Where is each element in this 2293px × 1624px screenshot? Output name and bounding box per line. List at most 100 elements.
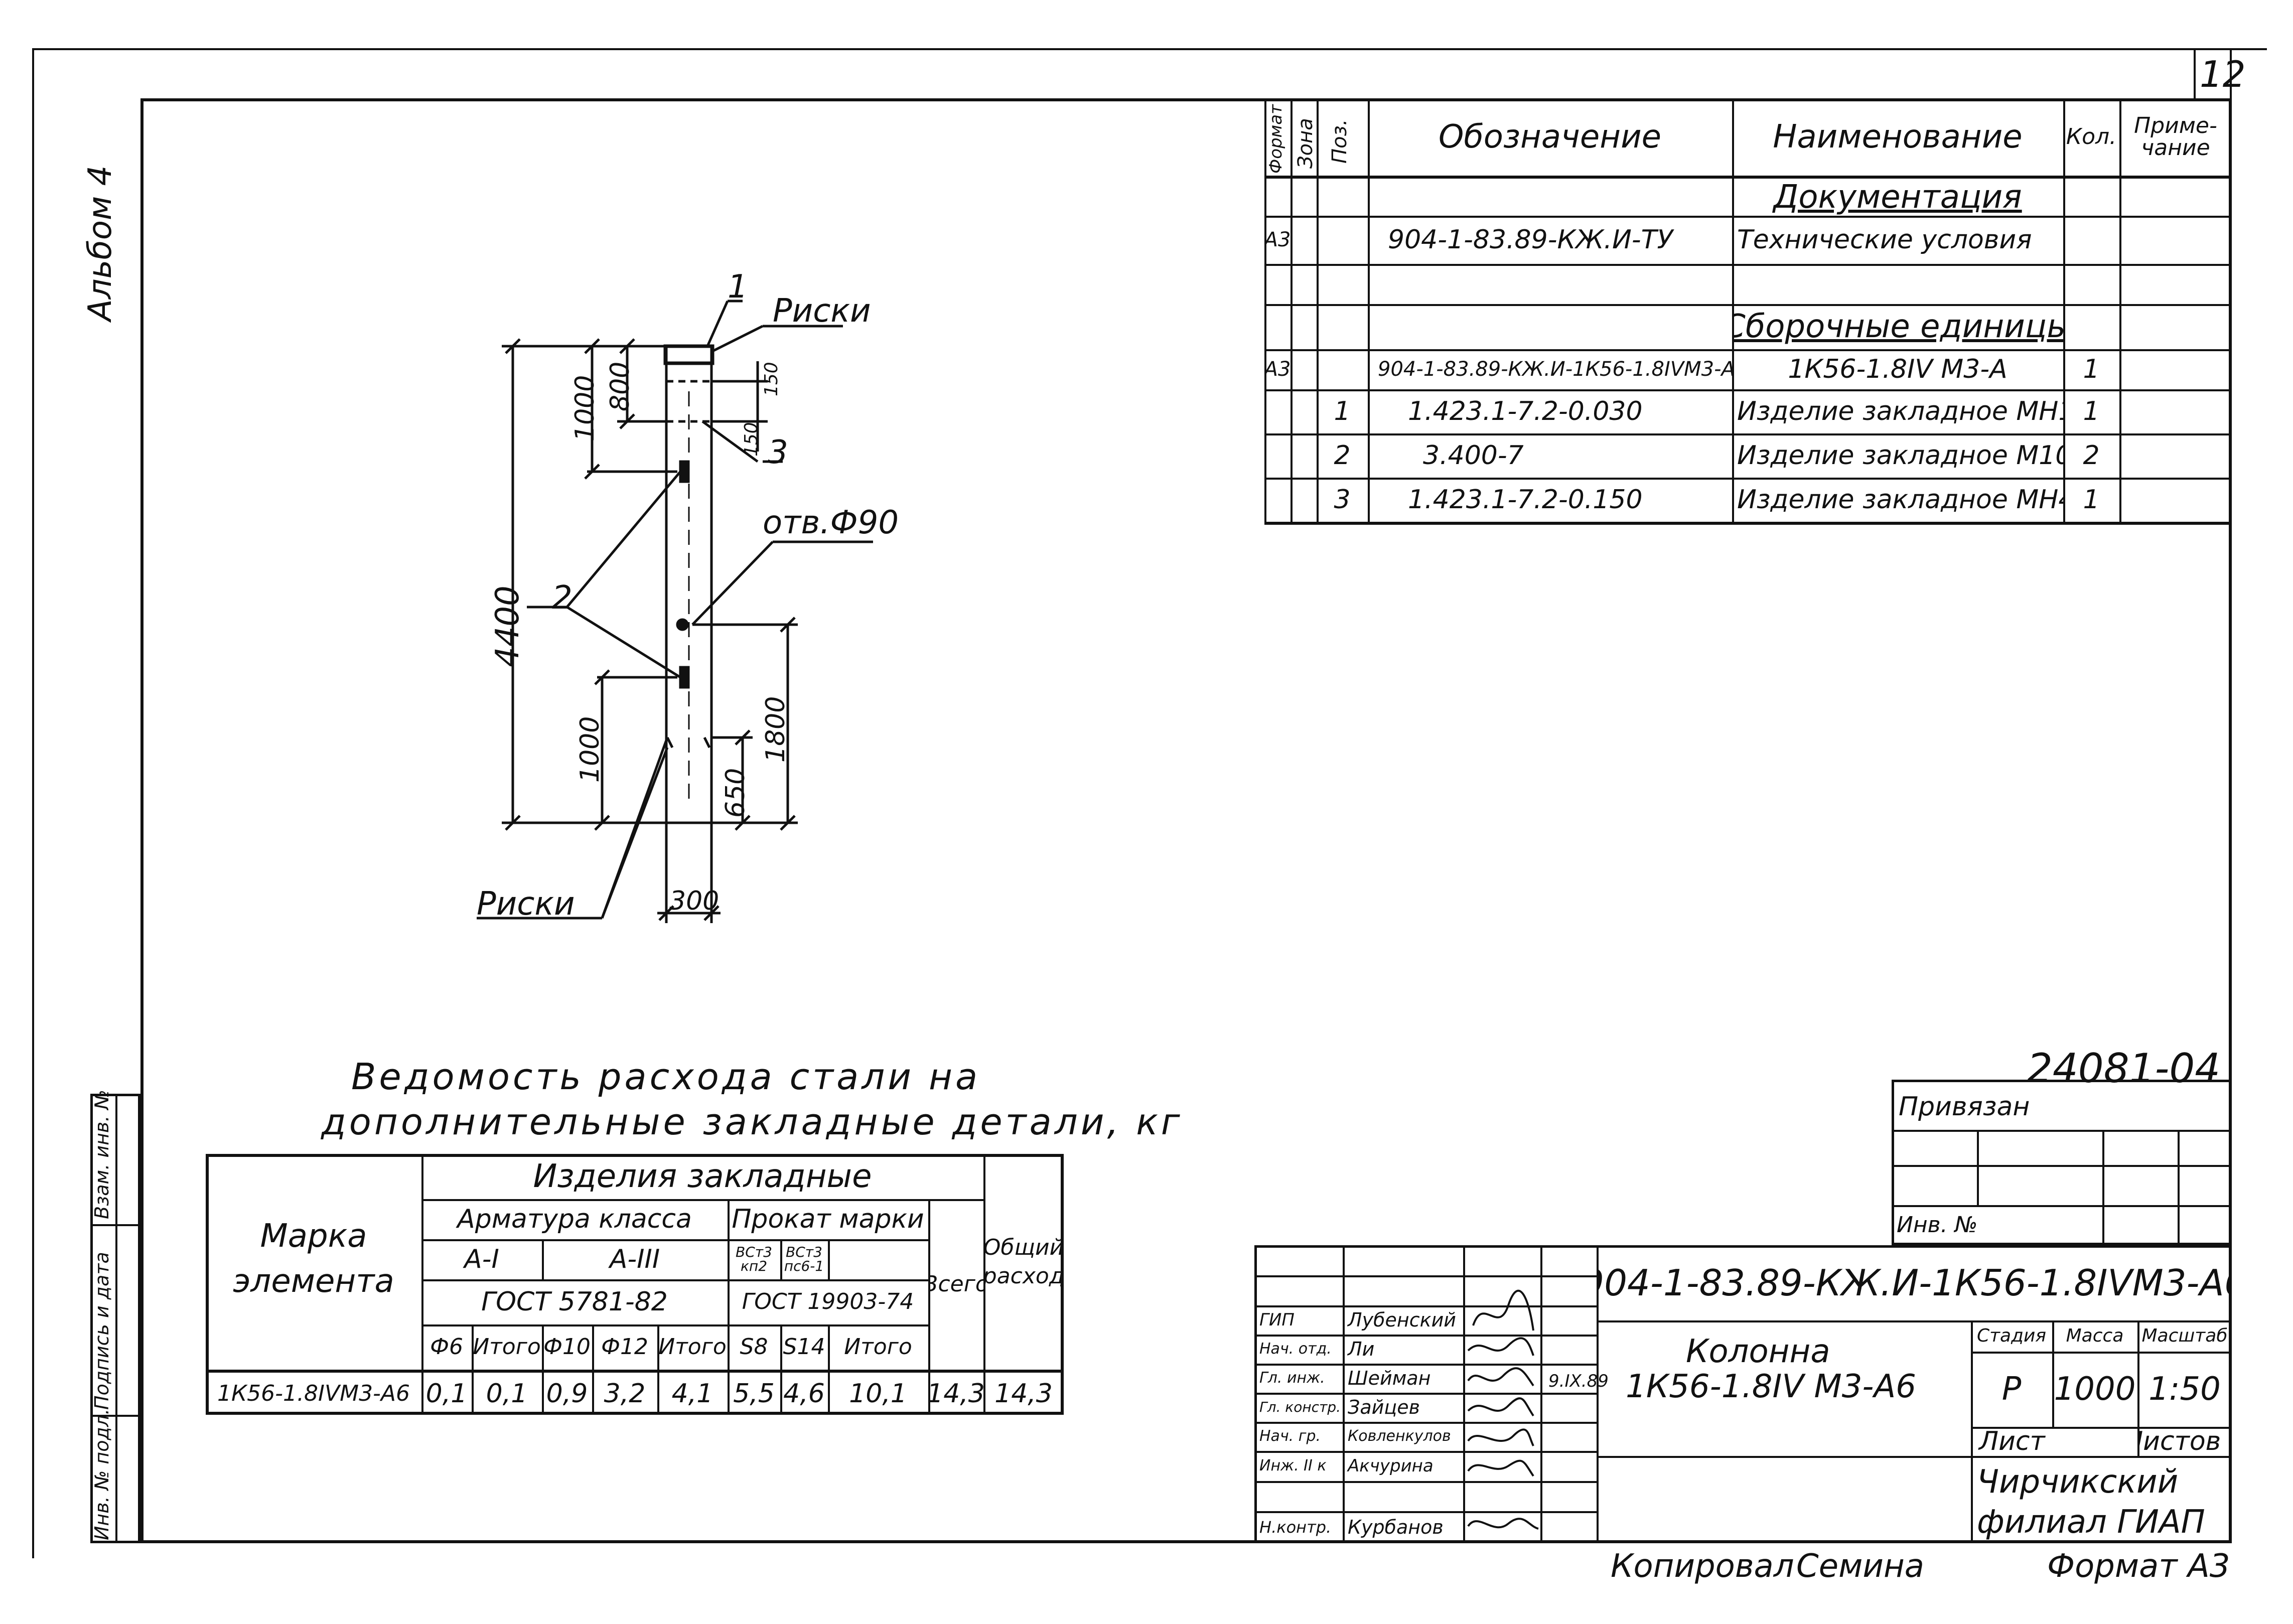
page-number-box [2194,48,2232,100]
side-stamp-replace: Взам. инв. № [91,1089,113,1219]
steel-group-rolled: Прокат марки [732,1204,924,1234]
sheet-frame [140,98,2232,1543]
spec-row-1-format: А3 [1264,228,1291,251]
steel-val-6: 5,5 [733,1379,775,1409]
title-element-mark: 1К56-1.8IV М3-А6 [1626,1368,1916,1405]
title-scale: 1:50 [2148,1371,2221,1408]
steel-table: Марка элемента Изделия закладные Арматур… [206,1154,1064,1415]
spec-row-4-pos: 2 [1334,440,1351,471]
steel-sub-1: Ф6 [430,1334,463,1360]
label-risks-top: Риски [773,292,871,330]
sheet-outer-border [32,48,2267,1558]
page-number: 12 [2200,53,2246,95]
dim-1000-top: 1000 [570,375,600,441]
steel-col-mark: Марка элемента [233,1218,394,1300]
dim-150-a: 150 [761,362,782,396]
person-8: Курбанов [1348,1516,1444,1538]
spec-row-3-pos: 1 [1334,396,1351,426]
role-6: Инж. II к [1259,1457,1327,1474]
steel-table-title-2: дополнительные закладные детали, кг [321,1101,1183,1143]
spec-row-1-designation: 904-1-83.89-КЖ.И-ТУ [1388,225,1673,255]
spec-row-3-name: Изделие закладное МН1 [1737,396,2063,426]
title-element-name: Колонна [1686,1333,1830,1370]
label-pos-2: 2 [552,579,572,617]
role-5: Нач. гр. [1259,1427,1321,1445]
steel-val-2: 0,1 [486,1379,528,1409]
dim-1000-bottom: 1000 [575,716,605,783]
title-org-2: филиал ГИАП [1977,1504,2205,1541]
bound-block: Привязан Инв. № [1892,1080,2232,1245]
label-hole: отв.Ф90 [763,504,899,541]
copier-name: Семина [1796,1548,1924,1585]
person-1: Лубенский [1348,1309,1456,1331]
steel-row-mark: 1К56-1.8IVМ3-А6 [217,1381,410,1406]
spec-table: Формат Зона Поз. Обозначение Наименовани… [1264,98,2232,525]
dim-300: 300 [669,886,720,916]
label-pos-3: 3 [768,434,788,471]
spec-row-4-designation: 3.400-7 [1423,440,1524,471]
dim-150-b: 150 [741,422,762,457]
spec-row-4-qty: 2 [2083,440,2100,471]
section-documentation: Документация [1773,179,2022,216]
steel-sub-6: S8 [740,1334,768,1360]
steel-col-total: Всего [928,1271,983,1297]
header-qty: Кол. [2066,124,2117,150]
steel-sub-8: Итого [844,1334,912,1360]
spec-row-5-name: Изделие закладное МН41 [1737,485,2063,515]
role-4: Гл. констр. [1259,1399,1341,1415]
title-date: 9.IX.89 [1548,1371,1609,1391]
title-stage-header: Стадия [1976,1325,2047,1346]
spec-row-2-format: А3 [1264,358,1291,381]
header-name: Наименование [1773,118,2023,156]
steel-group-rebar: Арматура класса [457,1204,692,1234]
format-label: Формат А3 [2047,1548,2230,1585]
steel-gost-rolled: ГОСТ 19903-74 [742,1289,914,1314]
steel-grade-2: ВСт3 пс6-1 [784,1244,824,1274]
spec-row-3-qty: 1 [2083,396,2100,426]
person-4: Зайцев [1348,1396,1420,1418]
steel-val-7: 4,6 [783,1379,825,1409]
spec-row-5-qty: 1 [2083,485,2100,515]
title-stage: Р [2001,1371,2022,1408]
spec-row-2-qty: 1 [2083,354,2100,384]
spec-row-5-designation: 1.423.1-7.2-0.150 [1408,485,1643,515]
signatures [1467,1289,1539,1530]
side-stamp-inv: Инв. № подл. [91,1408,113,1540]
copied-by-label: Копировал [1611,1548,1794,1585]
steel-sub-7: S14 [783,1334,825,1360]
bound-label: Привязан [1899,1092,2030,1122]
steel-val-9: 14,3 [928,1379,983,1409]
steel-sub-2: Итого [473,1334,541,1360]
person-6: Акчурина [1348,1456,1434,1476]
role-3: Гл. инж. [1259,1369,1325,1387]
role-1: ГИП [1259,1310,1295,1330]
role-8: Н.контр. [1259,1518,1332,1537]
person-5: Ковленкулов [1348,1427,1451,1445]
steel-sub-5: Итого [658,1334,727,1360]
title-block: 904-1-83.89-КЖ.И-1К56-1.8IVМ3-А6 Колонна… [1254,1245,2232,1543]
steel-class-ai: А-I [464,1244,499,1274]
steel-table-title-1: Ведомость расхода стали на [351,1056,981,1098]
dim-650: 650 [721,768,751,818]
steel-val-3: 0,9 [546,1379,588,1409]
dim-1800: 1800 [761,696,791,763]
steel-sub-4: Ф12 [601,1334,648,1360]
steel-val-4: 3,2 [604,1379,646,1409]
title-mass: 1000 [2054,1371,2136,1408]
person-3: Шейман [1348,1367,1431,1389]
side-stamp-sign: Подпись и дата [91,1252,113,1410]
steel-val-1: 0,1 [425,1379,468,1409]
title-mass-header: Масса [2066,1325,2124,1346]
side-stamp: Инв. № подл. Подпись и дата Взам. инв. № [90,1090,140,1543]
spec-row-4-name: Изделие закладное М10-150 [1737,440,2063,471]
spec-row-1-name: Технические условия [1737,225,2032,255]
label-risks-bottom: Риски [477,885,575,923]
spec-row-3-designation: 1.423.1-7.2-0.030 [1408,396,1643,426]
title-scale-header: Масштаб [2141,1325,2228,1346]
dim-4400: 4400 [489,585,526,667]
title-sheets-label: Листов 1 [2137,1427,2232,1456]
section-assemblies: Сборочные единицы [1732,308,2063,345]
steel-class-aiii: А-III [609,1244,660,1274]
steel-sub-3: Ф10 [543,1334,591,1360]
